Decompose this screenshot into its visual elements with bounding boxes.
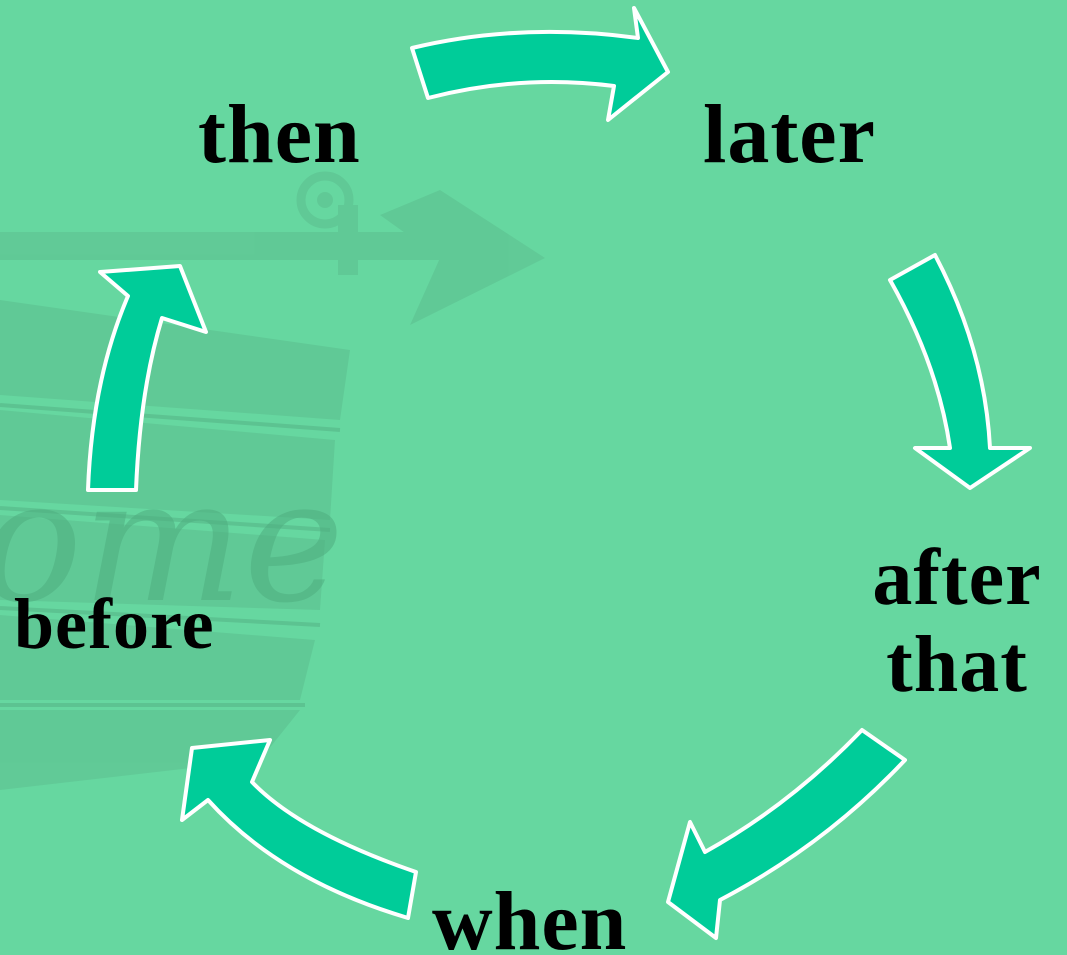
word-later: later [703, 93, 876, 177]
word-when: when [432, 880, 627, 955]
curved-arrow-right-icon [412, 8, 668, 120]
curved-arrow-up-left-icon [182, 740, 416, 918]
curved-arrow-down-left-icon [668, 730, 905, 938]
word-that: that [857, 625, 1057, 705]
word-then: then [198, 93, 361, 177]
word-before: before [14, 588, 215, 660]
curved-arrow-down-icon [890, 255, 1030, 488]
curved-arrow-up-icon [88, 266, 206, 490]
word-after: after [857, 538, 1057, 618]
